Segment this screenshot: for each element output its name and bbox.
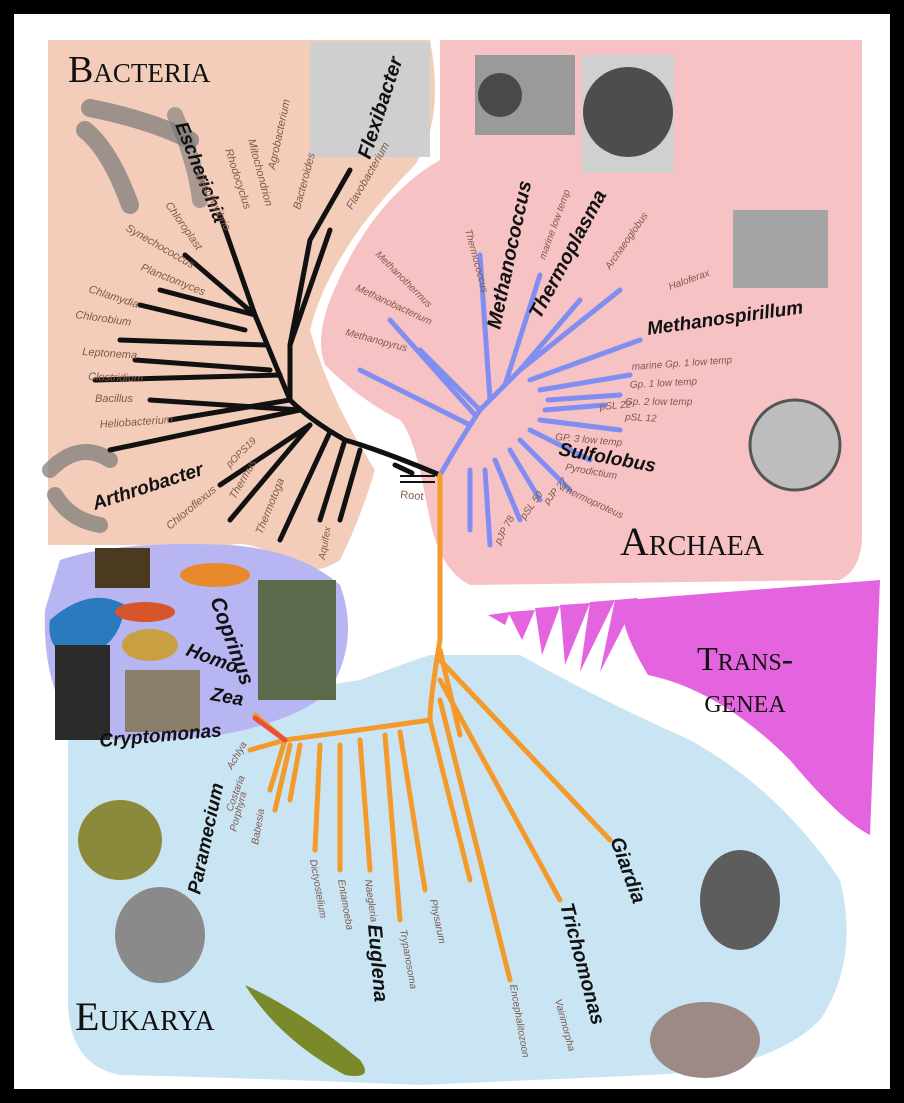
taxon-label: Bacillus: [95, 393, 133, 405]
taxon-label: Gp. 2 low temp: [625, 397, 693, 408]
taxon-label: Clostridium: [88, 371, 143, 385]
methanospirillum-photo: [733, 210, 828, 288]
taxon-label: pSL 12: [624, 412, 657, 425]
root-label: Root: [400, 489, 424, 503]
sulfolobus-photo: [750, 400, 840, 490]
transgenea-title-line1: Trans-: [697, 641, 793, 678]
cryptomonas-photo: [78, 800, 162, 880]
trichomonas-photo: [650, 1002, 760, 1078]
bacteria-title: Bacteria: [68, 49, 211, 91]
transgenea-title-line2: genea: [704, 683, 786, 720]
eukarya-title: Eukarya: [75, 994, 215, 1039]
paramecium-photo: [115, 887, 205, 983]
giardia-photo: [700, 850, 780, 950]
archaea-title: Archaea: [620, 519, 765, 564]
